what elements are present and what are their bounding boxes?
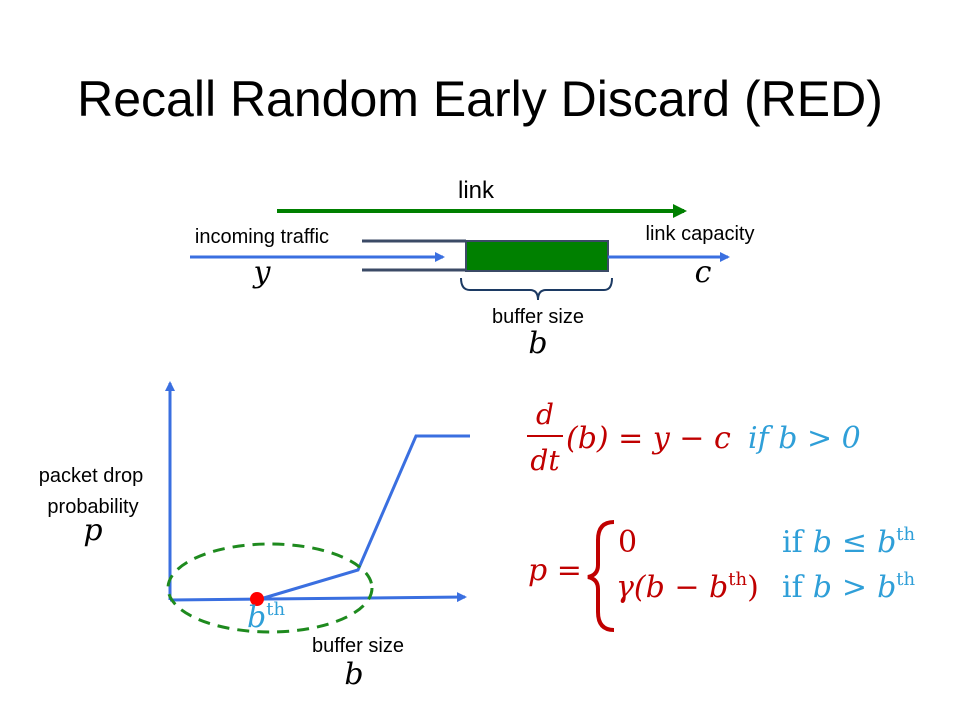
eq1-condition: if b > 0 <box>748 421 861 456</box>
incoming-traffic-label: incoming traffic <box>195 226 329 248</box>
incoming-var: y <box>252 255 272 290</box>
link-capacity-label: link capacity <box>646 223 755 245</box>
eq2-case1-value: 0 <box>618 525 637 560</box>
drop-curve <box>256 434 470 602</box>
buffer-brace <box>460 277 613 301</box>
capacity-var: c <box>695 255 712 290</box>
x-axis-label: buffer size <box>312 635 404 657</box>
buffer-var: b <box>528 326 547 361</box>
eq1-frac-num: d <box>536 398 554 431</box>
threshold-sup: th <box>266 599 285 620</box>
buffer-box <box>465 240 609 272</box>
eq2-case2-value: γ(b − bth) <box>616 569 759 605</box>
threshold-label: bth <box>247 599 285 635</box>
eq1-frac-den: dt <box>530 444 560 477</box>
threshold-marker <box>250 592 264 606</box>
y-axis-var: p <box>83 513 102 548</box>
highlight-ellipse <box>166 542 374 634</box>
drop-probability-plot: packet drop probability p bth buffer siz… <box>39 381 470 692</box>
x-axis <box>169 592 467 603</box>
x-axis-var: b <box>344 657 363 692</box>
eq2-lhs: p = <box>528 553 582 588</box>
y-axis-label-line2: probability <box>47 496 138 518</box>
link-label: link <box>458 177 495 204</box>
link-diagram: link incoming traffic y link capacity c … <box>190 177 754 361</box>
eq1-rhs: (b) = y − c <box>566 421 731 456</box>
equation-buffer-dynamics: d dt (b) = y − c if b > 0 <box>527 398 861 477</box>
threshold-var: b <box>247 600 266 635</box>
page-title: Recall Random Early Discard (RED) <box>77 71 883 127</box>
y-axis-label-line1: packet drop <box>39 465 144 487</box>
eq2-brace <box>587 520 615 632</box>
buffer-size-label: buffer size <box>492 306 584 328</box>
